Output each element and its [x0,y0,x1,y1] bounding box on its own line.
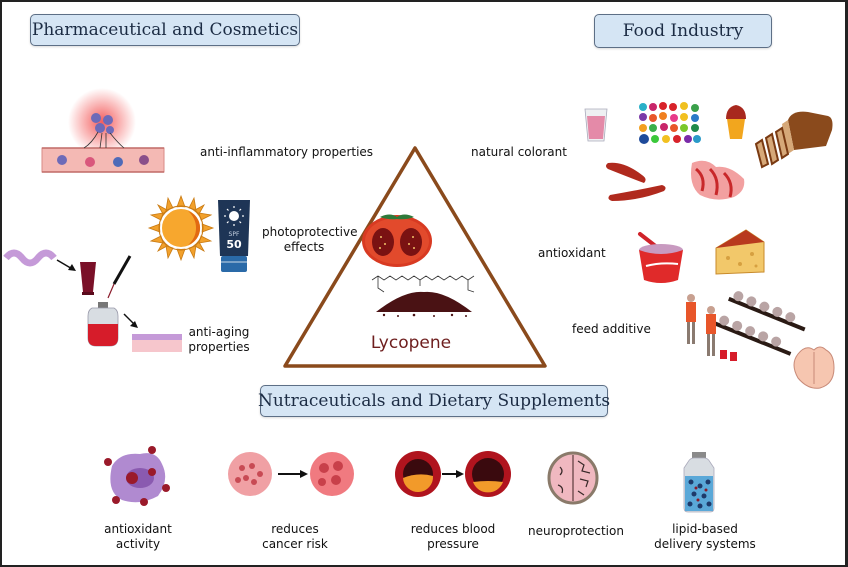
juice-glass-icon [584,108,608,142]
lycopene-molecule-icon [368,268,478,296]
anti-aging-process-icon [2,246,184,362]
blood-vessel-icon [394,450,512,498]
cancer-cells-icon [226,452,360,498]
sunscreen-icon: SPF 50 [216,198,252,274]
label-antioxidant-activity: antioxidant activity [98,522,178,552]
label-feed-additive: feed additive [572,322,651,336]
label-line: lipid-based [672,522,738,536]
label-line: activity [115,537,161,551]
bread-icon [748,110,834,169]
label-line: reduces blood [410,522,496,536]
label-line: photoprotective [262,225,358,239]
lycopene-triangle [283,146,547,368]
sausages-icon [604,157,670,203]
header-pharmaceutical-cosmetics: Pharmaceutical and Cosmetics [30,14,300,46]
lycopene-powder-icon [374,288,474,318]
inflammation-vessel-icon [40,88,166,178]
label-reduces-cancer-risk: reduces cancer risk [250,522,340,552]
label-line: neuroprotection [528,524,624,538]
label-line: anti-aging [188,325,250,339]
spf-value: 50 [226,238,242,251]
label-photoprotective: photoprotective effects [262,225,358,255]
label-anti-inflammatory: anti-inflammatory properties [200,145,374,159]
label-lipid-based-delivery: lipid-based delivery systems [650,522,760,552]
tomato-icon [360,210,434,268]
header-nutraceuticals: Nutraceuticals and Dietary Supplements [258,385,610,417]
bacon-icon [686,157,748,203]
chicken-icon [790,344,838,390]
ice-cream-icon [724,101,748,141]
poultry-farm-icon [682,290,806,370]
antioxidant-cell-icon [100,444,176,510]
header-food-industry: Food Industry [594,14,772,48]
label-line: delivery systems [654,537,756,551]
sun-icon [147,194,215,262]
label-line: pressure [427,537,479,551]
brain-icon [546,451,600,505]
label-line: effects [283,240,325,254]
capsule-bottle-icon [682,452,716,514]
lycopene-label: Lycopene [370,333,452,353]
yogurt-icon [636,232,686,286]
label-reduces-blood-pressure: reduces blood pressure [398,522,508,552]
cheese-icon [714,228,766,276]
label-line: reduces [271,522,319,536]
label-line: cancer risk [262,537,328,551]
spf-label: SPF [229,231,240,238]
label-natural-colorant: natural colorant [471,145,567,159]
label-anti-aging: anti-aging properties [184,325,254,355]
label-antioxidant-food: antioxidant [538,246,606,260]
gummies-icon [638,102,702,146]
label-line: properties [188,340,250,354]
label-neuroprotection: neuroprotection [526,524,626,539]
label-line: antioxidant [104,522,172,536]
